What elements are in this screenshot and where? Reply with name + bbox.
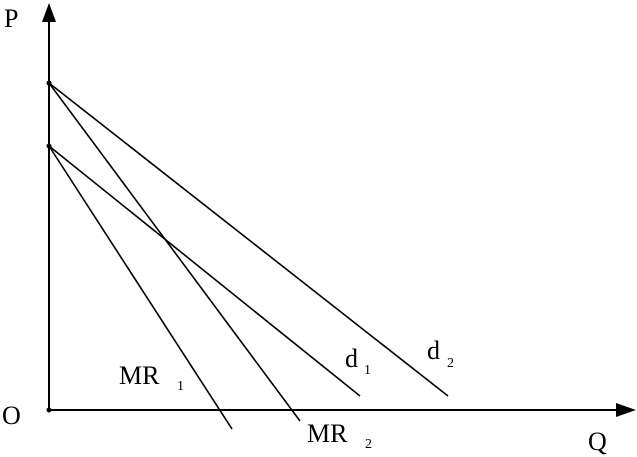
curve-label-mr1: MR 1 [119, 361, 184, 394]
curve-label-mr1-sub: 1 [177, 379, 184, 394]
curve-label-mr1-main: MR [119, 361, 160, 390]
curve-label-d1: d 1 [345, 344, 371, 378]
demand-curve-d1 [48, 145, 361, 397]
y-axis-arrow [42, 3, 56, 22]
curve-label-d2-main: d [427, 336, 440, 365]
curve-label-d1-main: d [345, 344, 358, 373]
demand-curve-d2 [48, 82, 449, 397]
curve-label-mr2-sub: 2 [365, 437, 372, 452]
marginal-revenue-curve-mr1 [48, 145, 233, 430]
curve-label-d2-sub: 2 [447, 356, 454, 371]
x-axis-label: Q [588, 427, 607, 456]
x-axis-arrow [616, 403, 636, 417]
y-axis-label: P [4, 4, 18, 33]
curve-label-d2: d 2 [427, 336, 454, 371]
curve-label-d1-sub: 1 [364, 363, 371, 378]
origin-point [46, 407, 52, 413]
curve-label-mr2-main: MR [307, 419, 348, 448]
marginal-revenue-curve-mr2 [48, 82, 301, 422]
origin-label: O [2, 401, 21, 430]
curve-label-mr2: MR 2 [307, 419, 372, 452]
